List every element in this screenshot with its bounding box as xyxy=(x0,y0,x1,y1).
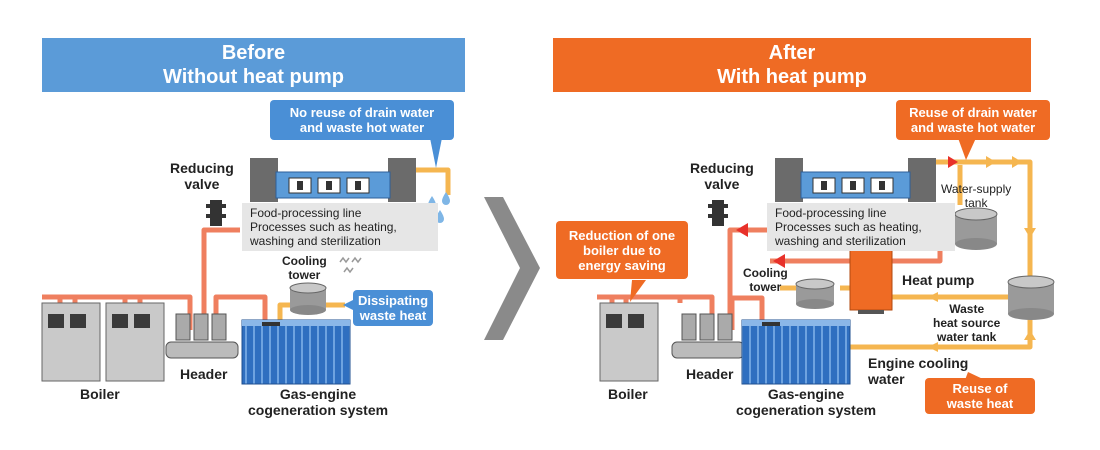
before-header-unit-label: Header xyxy=(180,366,228,382)
after-cooling-tower xyxy=(795,278,835,309)
before-reducing-valve-label: Reducing valve xyxy=(170,160,234,192)
waste-tank-line3: water tank xyxy=(937,330,997,344)
before-cooling-tower-label: Cooling tower xyxy=(282,254,327,282)
after-food-line-box: Food-processing line Processes such as h… xyxy=(767,203,955,251)
after-boiler-label: Boiler xyxy=(608,386,648,402)
engine-cooling-line2: water xyxy=(868,371,905,387)
waste-tank-line1: Waste xyxy=(949,302,985,316)
before-reducing-valve-line1: Reducing xyxy=(170,160,234,176)
after-valve xyxy=(708,200,728,226)
after-header-line1: After xyxy=(768,42,816,64)
before-gas-engine-label: Gas-engine cogeneration system xyxy=(248,386,388,418)
water-supply-tank-line2: tank xyxy=(964,196,988,210)
before-food-line-desc2: washing and sterilization xyxy=(250,234,381,248)
after-gas-engine-line2: cogeneration system xyxy=(736,402,877,418)
after-food-line-desc1: Processes such as heating, xyxy=(775,220,922,234)
heat-pump-unit xyxy=(849,247,893,314)
after-food-line-title: Food-processing line xyxy=(775,206,887,220)
before-cooling-tower-line1: Cooling xyxy=(282,254,327,268)
engine-cooling-line1: Engine cooling xyxy=(868,355,969,371)
waste-tank-label: Waste heat source water tank xyxy=(933,302,1000,344)
after-cooling-tower-line2: tower xyxy=(749,280,782,294)
before-gas-engine xyxy=(241,319,351,385)
before-gas-engine-line2: cogeneration system xyxy=(248,402,389,418)
after-callout-reduction: Reduction of one boiler due to energy sa… xyxy=(556,221,688,279)
after-callout-reduction-line1: Reduction of one xyxy=(568,227,676,243)
before-callout-drain: No reuse of drain water and waste hot wa… xyxy=(270,100,454,140)
before-boilers xyxy=(41,302,165,382)
after-machine xyxy=(775,158,936,202)
waste-tank-line2: heat source xyxy=(933,316,1001,330)
before-callout-heat: Dissipating waste heat xyxy=(353,290,433,326)
after-food-line-desc2: washing and sterilization xyxy=(775,234,906,248)
after-header-unit xyxy=(671,313,745,359)
before-callout-heat-line1: Dissipating xyxy=(357,293,429,308)
before-steam-lines xyxy=(339,256,362,274)
after-flow-arrows xyxy=(736,156,1036,352)
after-callout-reuse-heat: Reuse of waste heat xyxy=(925,378,1035,414)
water-supply-tank-label: Water-supply tank xyxy=(941,182,1011,210)
water-supply-tank-line1: Water-supply xyxy=(941,182,1012,196)
after-callout-reuse-heat-line2: waste heat xyxy=(946,396,1014,411)
before-callout-tails xyxy=(343,138,442,310)
after-cooling-tower-label: Cooling tower xyxy=(743,266,788,294)
before-cooling-tower-line2: tower xyxy=(288,268,321,282)
after-gas-engine-label: Gas-engine cogeneration system xyxy=(736,386,876,418)
after-callout-drain-line2: and waste hot water xyxy=(910,120,1036,135)
after-header-line2: With heat pump xyxy=(717,66,867,88)
after-callout-drain-line1: Reuse of drain water xyxy=(909,105,1037,120)
before-valve xyxy=(206,200,226,226)
before-callout-heat-line2: waste heat xyxy=(359,308,427,323)
before-boiler-label: Boiler xyxy=(80,386,120,402)
before-food-line-title: Food-processing line xyxy=(250,206,362,220)
before-reducing-valve-line2: valve xyxy=(184,176,220,192)
before-food-line-desc1: Processes such as heating, xyxy=(250,220,397,234)
before-callout-drain-line2: and waste hot water xyxy=(299,120,425,135)
heat-pump-label: Heat pump xyxy=(902,272,975,288)
before-header-line1: Before xyxy=(221,42,286,64)
before-header-line2: Without heat pump xyxy=(163,66,344,88)
before-food-line-box: Food-processing line Processes such as h… xyxy=(242,203,438,251)
after-reducing-valve-label: Reducing valve xyxy=(690,160,754,192)
after-cooling-tower-line1: Cooling xyxy=(743,266,788,280)
before-callout-drain-line1: No reuse of drain water xyxy=(289,105,435,120)
before-gas-engine-line1: Gas-engine xyxy=(279,386,357,402)
after-callout-reduction-line3: energy saving xyxy=(578,257,666,273)
after-gas-engine xyxy=(741,319,851,385)
waste-heat-tank xyxy=(1007,275,1055,320)
after-header: After With heat pump xyxy=(553,38,1031,92)
before-machine xyxy=(250,158,416,202)
after-reducing-valve-line1: Reducing xyxy=(690,160,754,176)
after-callout-drain: Reuse of drain water and waste hot water xyxy=(896,100,1050,140)
after-gas-engine-line1: Gas-engine xyxy=(767,386,845,402)
after-callout-reduction-line2: boiler due to xyxy=(583,242,661,258)
before-cooling-tower xyxy=(289,282,327,315)
after-boiler xyxy=(599,302,659,382)
engine-cooling-label: Engine cooling water xyxy=(868,355,968,387)
after-callout-reuse-heat-line1: Reuse of xyxy=(952,381,1008,396)
after-header-unit-label: Header xyxy=(686,366,734,382)
before-header-unit xyxy=(165,313,239,359)
after-reducing-valve-line2: valve xyxy=(704,176,740,192)
before-header: Before Without heat pump xyxy=(42,38,465,92)
water-supply-tank xyxy=(954,207,998,250)
transition-arrow xyxy=(484,197,540,340)
